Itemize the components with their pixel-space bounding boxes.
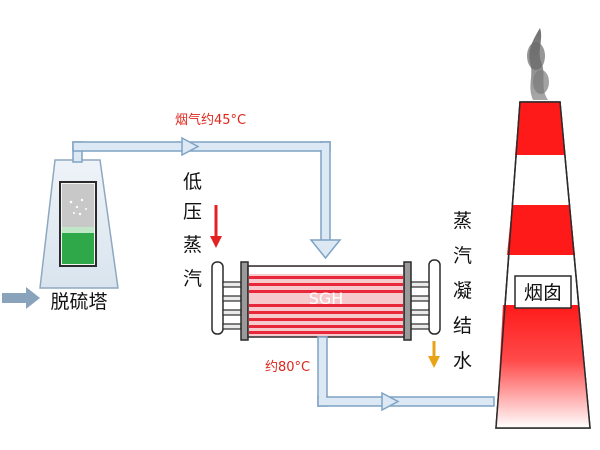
outlet-flue-pipe — [317, 336, 495, 412]
condensate-char-1: 蒸 — [453, 210, 472, 232]
outlet-temperature-label: 约80°C — [265, 360, 310, 375]
condensate-out-arrow — [428, 341, 440, 368]
smoke — [527, 28, 549, 100]
low-pressure-steam-group: 低 压 蒸 汽 — [183, 171, 222, 290]
inlet-arrow — [2, 287, 40, 309]
condensate-char-3: 凝 — [453, 280, 472, 302]
sgh-label: SGH — [309, 289, 344, 308]
low-pressure-steam-char-2: 压 — [183, 201, 202, 223]
chimney: 烟囱 — [495, 28, 591, 429]
desulfurization-tower: 脱硫塔 — [39, 159, 119, 313]
steam-in-arrow — [210, 205, 222, 248]
low-pressure-steam-char-1: 低 — [183, 171, 202, 193]
flue-gas-temperature-label: 烟气约45°C — [175, 112, 246, 128]
condensate-char-2: 汽 — [453, 245, 472, 267]
condensate-char-5: 水 — [453, 350, 472, 372]
sgh-heat-exchanger: SGH — [211, 259, 441, 341]
steam-condensate-group: 蒸 汽 凝 结 水 — [428, 210, 472, 372]
chimney-label: 烟囱 — [524, 282, 562, 304]
flue-gas-pipe — [72, 136, 342, 260]
condensate-char-4: 结 — [453, 315, 472, 337]
desulfurization-tower-label: 脱硫塔 — [50, 291, 107, 313]
low-pressure-steam-char-3: 蒸 — [183, 234, 202, 256]
low-pressure-steam-char-4: 汽 — [183, 268, 202, 290]
